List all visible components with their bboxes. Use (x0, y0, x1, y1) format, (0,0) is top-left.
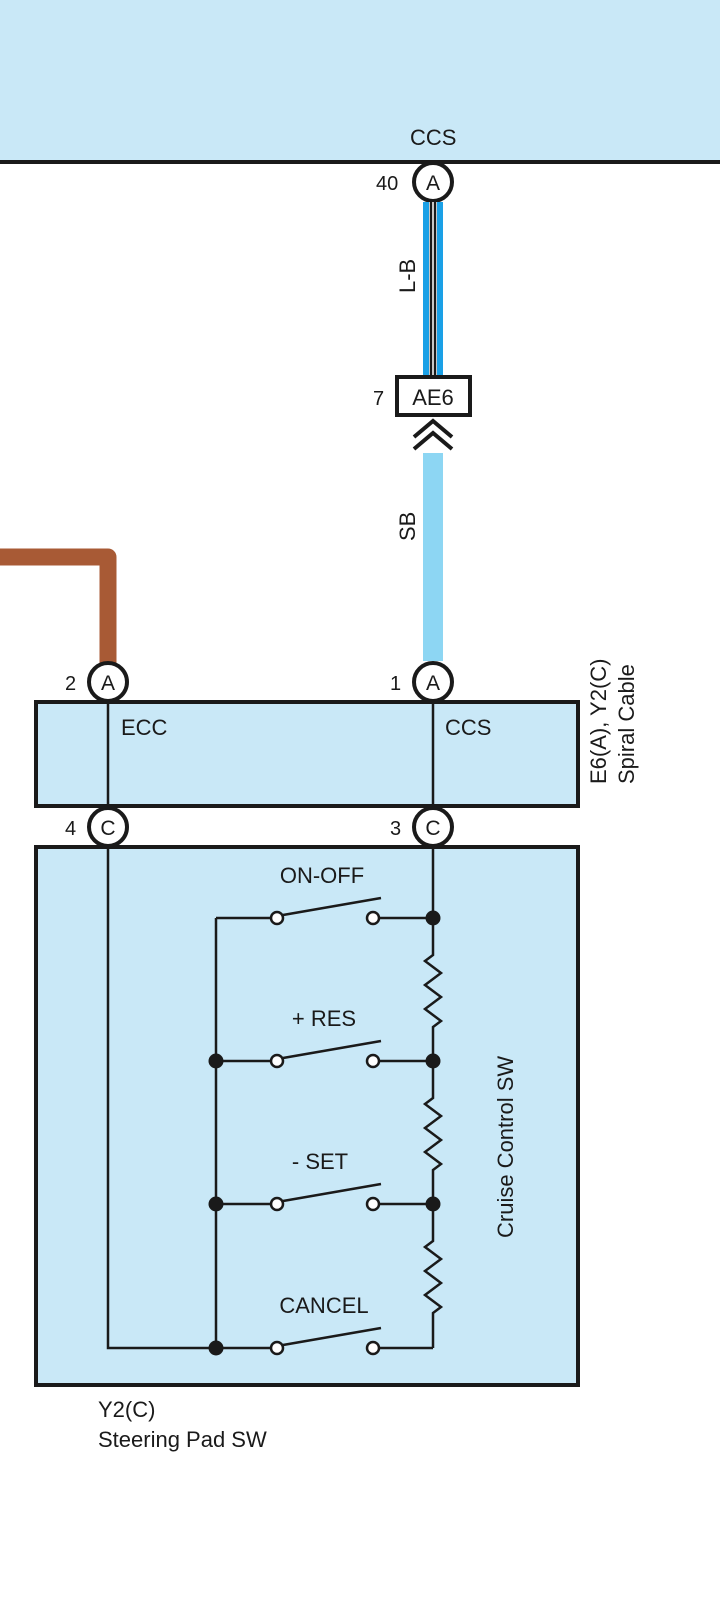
connector-c-pin-4: C (87, 806, 129, 848)
ecu-box (0, 0, 720, 164)
cruise-control-sw-label: Cruise Control SW (493, 1056, 518, 1238)
resistor-2 (422, 1061, 444, 1204)
switch-blade-set (282, 1182, 382, 1203)
pin-2-label: 2 (65, 673, 76, 695)
wire-l-b-label: L-B (395, 259, 420, 293)
wire-brown (0, 548, 117, 664)
junction-ae6-box (395, 375, 472, 417)
steering-pad-id: Y2(C) (98, 1397, 155, 1422)
connector-a-pin-1: A (412, 661, 454, 703)
resistor-1 (422, 918, 444, 1061)
pin-1-label: 1 (390, 673, 401, 695)
cruise-switch-circuit (106, 847, 444, 1350)
spiral-terminal-ecc: ECC (121, 715, 168, 740)
svg-text:A: A (426, 672, 440, 695)
steering-pad-box (34, 845, 580, 1387)
pin-40-label: 40 (376, 173, 398, 195)
junction-dots (208, 910, 441, 1356)
switch-label-set: - SET (292, 1149, 348, 1174)
connector-c-pin-3: C (412, 806, 454, 848)
ecu-terminal-ccs: CCS (410, 125, 456, 150)
spiral-cable-id: E6(A), Y2(C) (586, 658, 611, 784)
switch-blade-res (282, 1039, 382, 1060)
switch-label-cancel: CANCEL (279, 1293, 368, 1318)
svg-text:A: A (101, 672, 115, 695)
pin-3-label: 3 (390, 818, 401, 840)
switch-label-on-off: ON-OFF (280, 863, 364, 888)
ground-line (106, 847, 216, 1350)
connector-a-top: A (412, 161, 454, 203)
resistor-3 (422, 1204, 444, 1348)
switch-contacts (269, 910, 381, 1356)
junction-ae6-label: AE6 (412, 385, 454, 410)
wire-l-b (423, 202, 443, 376)
svg-text:C: C (100, 817, 115, 840)
wire-sb (423, 453, 443, 661)
switch-blade-cancel (282, 1326, 382, 1347)
svg-text:C: C (425, 817, 440, 840)
junction-pin-7: 7 (373, 388, 384, 410)
connector-a-pin-2: A (87, 661, 129, 703)
steering-pad-name: Steering Pad SW (98, 1427, 267, 1452)
switch-label-res: + RES (292, 1006, 356, 1031)
pin-4-label: 4 (65, 818, 76, 840)
wire-sb-label: SB (395, 512, 420, 541)
spiral-cable-name: Spiral Cable (614, 664, 639, 784)
svg-text:A: A (426, 172, 440, 195)
chevron-connector-icon (412, 418, 454, 451)
spiral-terminal-ccs: CCS (445, 715, 491, 740)
switch-blade-on-off (282, 896, 382, 917)
spiral-cable-box (34, 700, 580, 808)
